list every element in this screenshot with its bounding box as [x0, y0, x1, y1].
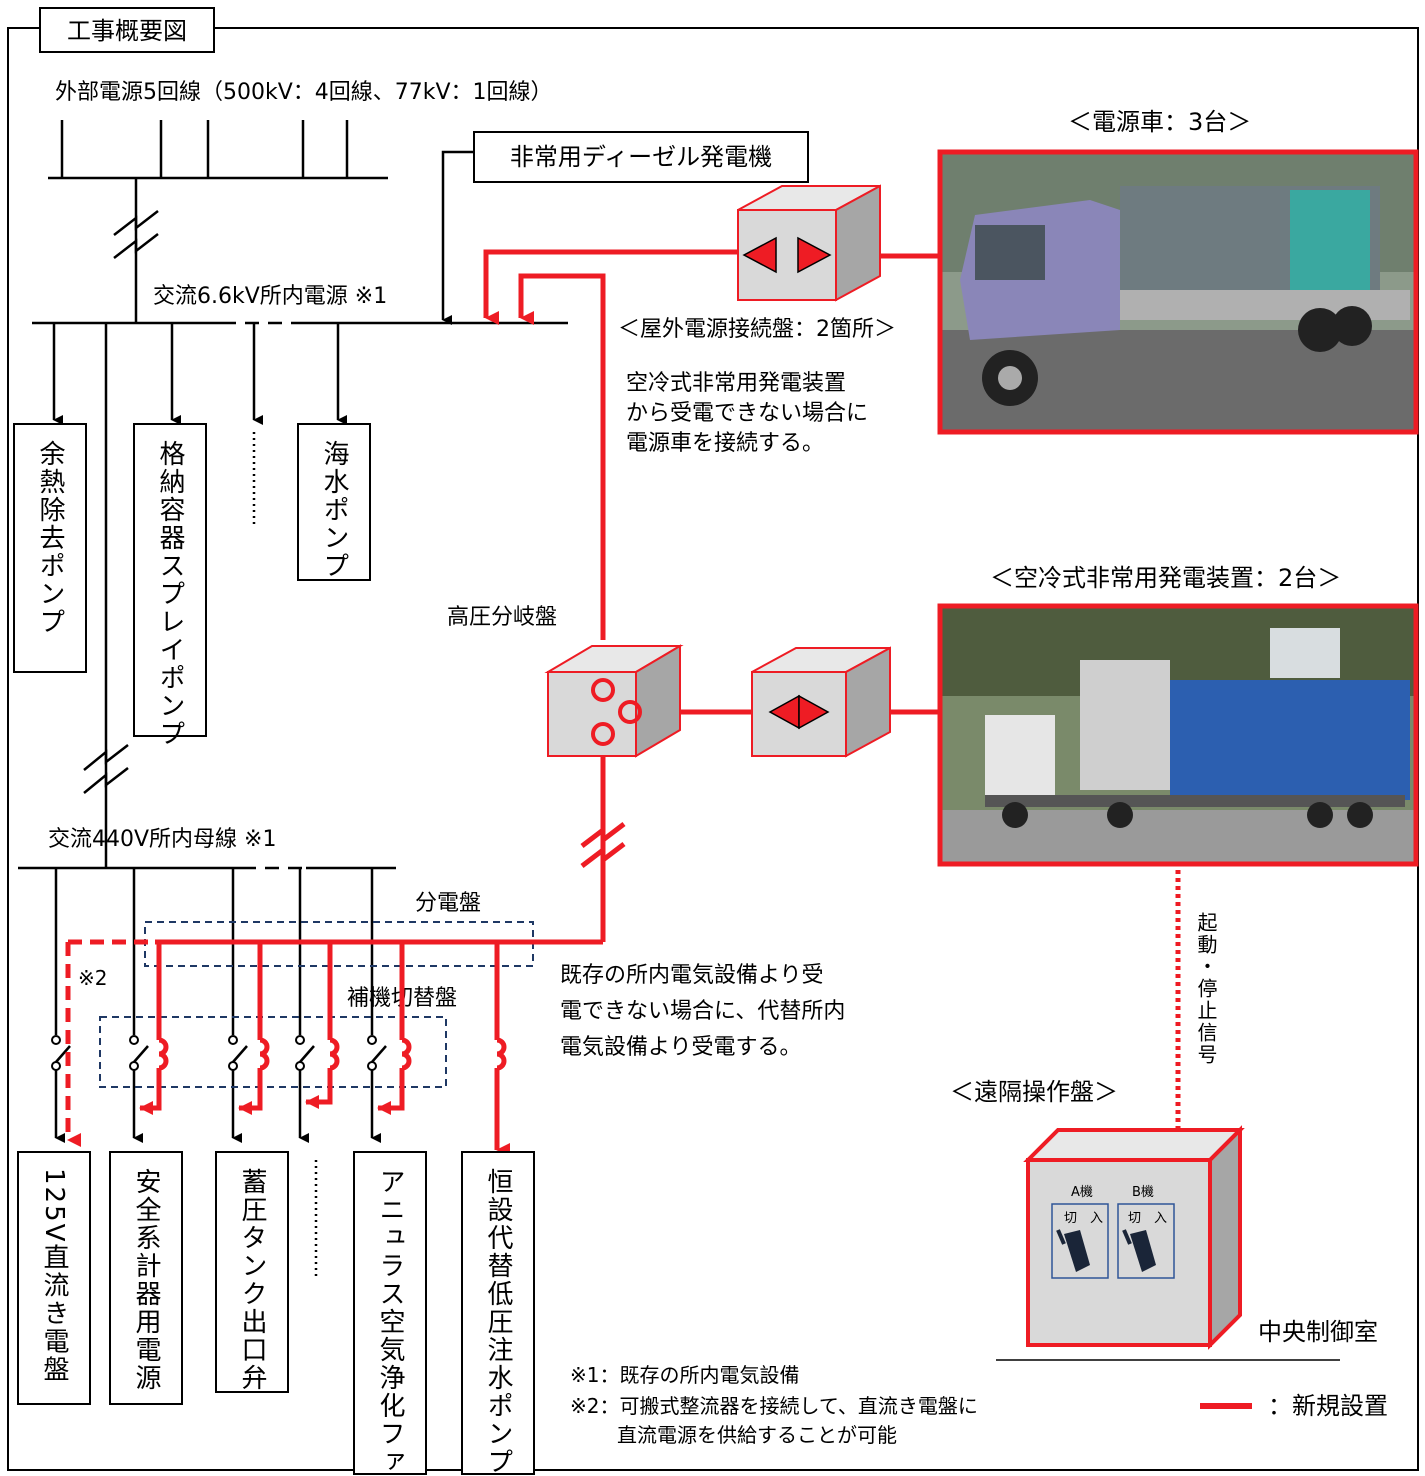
svg-text:海水ポンプ: 海水ポンプ — [319, 440, 349, 580]
outer-frame — [7, 27, 1419, 1471]
unit-b-on: 入 — [1154, 1211, 1167, 1226]
legend-new-installation: ：新規設置 — [1268, 1392, 1388, 1420]
ac440-bus-label: 交流440V所内母線 ※1 — [48, 827, 276, 852]
note2-marker: ※2 — [78, 966, 107, 990]
aux-switch-board-frame — [99, 1016, 447, 1088]
footnote-1: ※1：既存の所内電気設備 — [570, 1363, 799, 1387]
footnote-2-continued: 直流電源を供給することが可能 — [617, 1423, 897, 1447]
substitute-note-line-2: 電できない場合に、代替所内 — [560, 999, 845, 1024]
svg-text:格納容器スプレイポンプ: 格納容器スプレイポンプ — [155, 440, 185, 748]
load-accumulator-outlet-valve: 蓄圧タンク出口弁 — [215, 1151, 289, 1393]
unit-a-label: A機 — [1071, 1185, 1093, 1200]
external-power-label: 外部電源5回線（500kV：4回線、77kV：1回線） — [55, 80, 553, 105]
load-annulus-air-fan: アニュラス空気浄化ファン — [353, 1151, 427, 1476]
svg-text:安全系計器用電源: 安全系計器用電源 — [131, 1168, 161, 1392]
load-seawater-pump: 海水ポンプ — [297, 423, 371, 581]
air-gen-connection-box — [751, 646, 891, 758]
outdoor-panel-label: ＜屋外電源接続盤：2箇所＞ — [618, 317, 896, 342]
power-vehicle-photo — [937, 149, 1419, 435]
vehicle-note-line-1: 空冷式非常用発電装置 — [626, 371, 846, 396]
title-box — [39, 7, 215, 53]
power-vehicle-title: ＜電源車：3台＞ — [1068, 108, 1251, 136]
ac66-bus-label: 交流6.6kV所内電源 ※1 — [153, 284, 387, 309]
substitute-note-line-1: 既存の所内電気設備より受 — [560, 963, 824, 988]
central-control-room-label: 中央制御室 — [1258, 1318, 1378, 1346]
substitute-note-line-3: 電気設備より受電する。 — [560, 1035, 802, 1060]
svg-text:125V直流き電盤: 125V直流き電盤 — [39, 1168, 69, 1383]
air-gen-photo — [937, 603, 1419, 867]
air-gen-title: ＜空冷式非常用発電装置：2台＞ — [990, 564, 1341, 592]
unit-b-label: B機 — [1132, 1185, 1154, 1200]
remote-panel-title: ＜遠隔操作盤＞ — [950, 1078, 1118, 1106]
svg-text:蓄圧タンク出口弁: 蓄圧タンク出口弁 — [237, 1168, 267, 1392]
diesel-generator-label: 非常用ディーゼル発電機 — [510, 143, 772, 171]
load-125v-dc-board: 125V直流き電盤 — [17, 1151, 91, 1405]
start-stop-signal-label: 起動・停止信号 — [1194, 912, 1218, 1066]
load-containment-spray-pump: 格納容器スプレイポンプ — [133, 423, 207, 748]
vehicle-note-line-3: 電源車を接続する。 — [626, 431, 824, 456]
vehicle-note-line-2: から受電できない場合に — [626, 401, 868, 426]
load-safety-instrument-power: 安全系計器用電源 — [109, 1151, 183, 1405]
hv-branch-board — [544, 644, 684, 758]
diagram-title: 工事概要図 — [67, 17, 187, 45]
load-residual-heat-pump: 余熱除去ポンプ — [13, 423, 87, 673]
hv-branch-label: 高圧分岐盤 — [447, 605, 557, 630]
diesel-generator-box — [473, 131, 809, 183]
unit-b-off: 切 — [1128, 1211, 1141, 1226]
svg-text:恒設代替低圧注水ポンプ: 恒設代替低圧注水ポンプ — [483, 1168, 513, 1476]
ac440-feeders — [51, 868, 387, 1280]
distribution-board-label: 分電盤 — [415, 891, 481, 916]
svg-text:アニュラス空気浄化ファン: アニュラス空気浄化ファン — [375, 1168, 405, 1476]
unit-a-off: 切 — [1064, 1211, 1077, 1226]
svg-text:余熱除去ポンプ: 余熱除去ポンプ — [35, 440, 65, 636]
load-permanent-low-pressure-pump: 恒設代替低圧注水ポンプ — [461, 1151, 535, 1476]
new-wiring — [65, 249, 1181, 1157]
diesel-feed-line — [441, 150, 474, 325]
remote-operation-panel — [1023, 1125, 1245, 1350]
outdoor-connection-panel — [737, 184, 881, 302]
external-power-lines — [48, 120, 388, 323]
ac66-to-440-link — [83, 323, 129, 868]
unit-a-on: 入 — [1090, 1211, 1103, 1226]
footnote-2: ※2：可搬式整流器を接続して、直流き電盤に — [570, 1394, 978, 1418]
